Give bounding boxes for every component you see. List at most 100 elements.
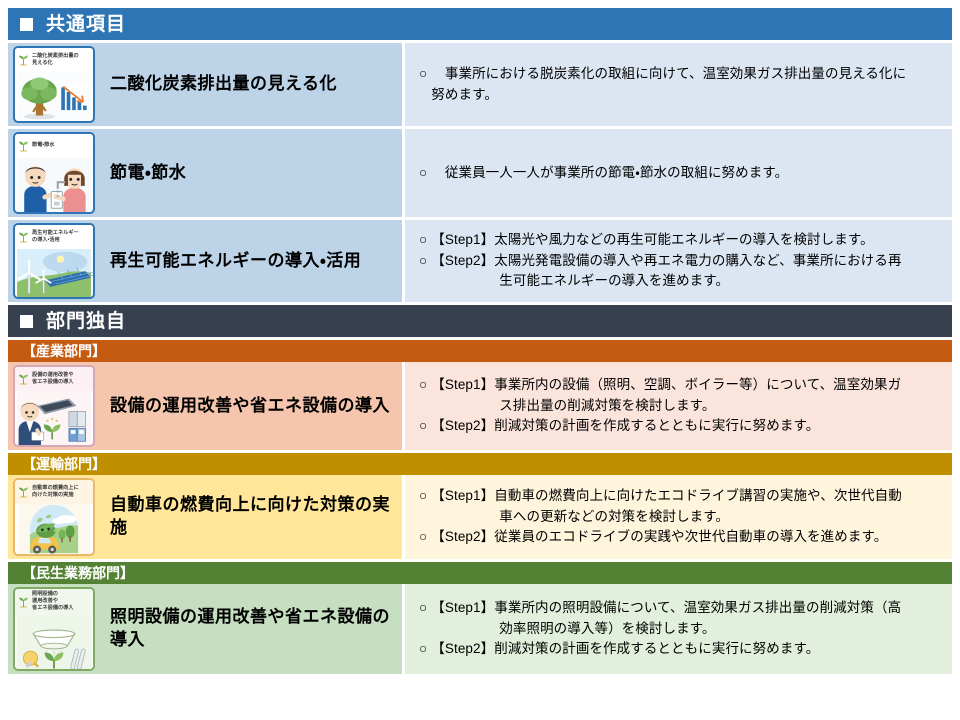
circle-bullet-icon: ○ — [419, 641, 428, 657]
bullet-line-1: 【Step1】事業所内の照明設備について、温室効果ガス排出量の削減対策（高 — [431, 600, 902, 616]
bullet-text: 【Step1】事業所内の照明設備について、温室効果ガス排出量の削減対策（高 効率… — [431, 598, 944, 639]
table-row: 二酸化炭素排出量の 見える化 — [8, 43, 952, 126]
row-description-cell: ○ 事業所における脱炭素化の取組に向けて、温室効果ガス排出量の見える化に 努めま… — [405, 43, 952, 126]
lighting-fixtures-art — [16, 614, 92, 669]
co2-visualization-icon: 二酸化炭素排出量の 見える化 — [13, 46, 95, 123]
icon-illustration — [15, 158, 93, 212]
row-title-cell: 照明設備の運用改善や省エネ設備の 導入 — [100, 584, 402, 674]
sector-band-commercial: 【民生業務部門】 — [8, 562, 952, 584]
table-row: 設備の運用改善や 省エネ設備の導入 — [8, 362, 952, 450]
bullet-item: ○ 【Step2】従業員のエコドライブの実践や次世代自動車の導入を進めます。 — [419, 527, 944, 548]
row-description-cell: ○ 従業員一人一人が事業所の節電・節水の取組に努めます。 — [405, 129, 952, 217]
icon-illustration — [15, 504, 93, 554]
bullet-line-2: 生可能エネルギーの導入を進めます。 — [431, 273, 730, 289]
icon-caption-text: 二酸化炭素排出量の 見える化 — [32, 52, 79, 66]
bullet-line-1: 【Step1】自動車の燃費向上に向けたエコドライブ講習の実施や、次世代自動 — [431, 488, 902, 504]
icon-caption-text: 照明設備の 運用改善や 省エネ設備の導入 — [32, 591, 74, 612]
bullet-text: 【Step1】太陽光や風力などの再生可能エネルギーの導入を検討します。 — [431, 232, 874, 248]
icon-caption-text: 自動車の燃費向上に 向けた対策の実施 — [32, 484, 79, 498]
section-title-sector-specific: 部門独自 — [46, 310, 127, 332]
eco-car-art — [18, 504, 90, 554]
row-icon-cell: 設備の運用改善や 省エネ設備の導入 — [8, 362, 100, 450]
tree-and-declining-bars-art — [17, 72, 91, 121]
icon-illustration — [15, 249, 93, 297]
bullet-item: ○ 【Step1】事業所内の設備（照明、空調、ボイラー等）について、温室効果ガ … — [419, 375, 944, 416]
table-row: 照明設備の 運用改善や 省エネ設備の導入 — [8, 584, 952, 674]
row-description-cell: ○ 【Step1】事業所内の設備（照明、空調、ボイラー等）について、温室効果ガ … — [405, 362, 952, 450]
icon-caption: 二酸化炭素排出量の 見える化 — [15, 48, 93, 72]
bullet-item: ○ 【Step1】事業所内の照明設備について、温室効果ガス排出量の削減対策（高 … — [419, 598, 944, 639]
bullet-text: 従業員一人一人が事業所の節電・節水の取組に努めます。 — [431, 164, 789, 180]
row-icon-cell: 二酸化炭素排出量の 見える化 — [8, 43, 100, 126]
bullet-text: 事業所における脱炭素化の取組に向けて、温室効果ガス排出量の見える化に 努めます。 — [431, 64, 944, 105]
icon-caption: 設備の運用改善や 省エネ設備の導入 — [15, 367, 93, 391]
row-icon-cell: 自動車の燃費向上に 向けた対策の実施 — [8, 475, 100, 559]
circle-bullet-icon: ○ — [419, 164, 428, 180]
row-description-cell: ○ 【Step1】太陽光や風力などの再生可能エネルギーの導入を検討します。 ○ … — [405, 220, 952, 302]
icon-caption: 自動車の燃費向上に 向けた対策の実施 — [15, 480, 93, 504]
row-title: 照明設備の運用改善や省エネ設備の 導入 — [110, 607, 390, 649]
sprout-icon — [19, 597, 28, 608]
icon-caption: 節電・節水 — [15, 134, 93, 158]
row-icon-cell: 再生可能エネルギー の導入・活用 — [8, 220, 100, 302]
sprout-icon — [19, 232, 28, 243]
row-title-cell: 節電・節水 — [100, 129, 402, 217]
lighting-energy-saving-icon: 照明設備の 運用改善や 省エネ設備の導入 — [13, 587, 95, 671]
bullet-line-1: 【Step1】事業所内の設備（照明、空調、ボイラー等）について、温室効果ガ — [431, 377, 902, 393]
circle-bullet-icon: ○ — [419, 65, 428, 81]
icon-illustration — [15, 391, 93, 445]
bullet-line-2: ス排出量の削減対策を検討します。 — [431, 397, 716, 413]
section-header-sector-specific: 部門独自 — [8, 305, 952, 337]
icon-illustration — [15, 614, 93, 669]
worker-and-equipment-art — [16, 391, 92, 445]
bullet-square-icon — [20, 314, 33, 328]
vehicle-fuel-efficiency-icon: 自動車の燃費向上に 向けた対策の実施 — [13, 478, 95, 556]
bullet-item: ○ 従業員一人一人が事業所の節電・節水の取組に努めます。 — [419, 163, 944, 184]
bullet-item: ○ 【Step2】削減対策の計画を作成するとともに実行に努めます。 — [419, 639, 944, 660]
wind-and-solar-art — [17, 249, 93, 297]
sprout-icon — [19, 141, 28, 152]
row-title: 節電・節水 — [110, 162, 187, 182]
row-title: 再生可能エネルギーの導入・活用 — [110, 250, 362, 270]
bullet-item: ○ 【Step2】削減対策の計画を作成するとともに実行に努めます。 — [419, 416, 944, 437]
icon-illustration — [15, 72, 93, 121]
sector-band-industry: 【産業部門】 — [8, 340, 952, 362]
section-title-common: 共通項目 — [46, 13, 127, 35]
power-water-saving-icon: 節電・節水 — [13, 132, 95, 214]
circle-bullet-icon: ○ — [419, 232, 428, 248]
row-title: 設備の運用改善や省エネ設備の導入 — [110, 395, 390, 415]
circle-bullet-icon: ○ — [419, 488, 428, 504]
row-title-cell: 自動車の燃費向上に向けた対策の実施 — [100, 475, 402, 559]
bullet-text: 【Step2】削減対策の計画を作成するとともに実行に努めます。 — [431, 418, 820, 434]
sprout-icon — [19, 487, 28, 498]
circle-bullet-icon: ○ — [419, 529, 428, 545]
renewable-energy-icon: 再生可能エネルギー の導入・活用 — [13, 223, 95, 299]
row-title-cell: 再生可能エネルギーの導入・活用 — [100, 220, 402, 302]
bullet-text: 【Step1】自動車の燃費向上に向けたエコドライブ講習の実施や、次世代自動 車へ… — [431, 486, 944, 527]
bullet-line-2: 車への更新などの対策を検討します。 — [431, 508, 730, 524]
row-title-cell: 二酸化炭素排出量の見える化 — [100, 43, 402, 126]
sprout-icon — [19, 374, 28, 385]
table-row: 節電・節水 — [8, 129, 952, 217]
sector-band-label: 【産業部門】 — [22, 343, 106, 359]
circle-bullet-icon: ○ — [419, 600, 428, 616]
table-row: 自動車の燃費向上に 向けた対策の実施 — [8, 475, 952, 559]
equipment-energy-saving-icon: 設備の運用改善や 省エネ設備の導入 — [13, 365, 95, 447]
circle-bullet-icon: ○ — [419, 377, 428, 393]
bullet-item: ○ 事業所における脱炭素化の取組に向けて、温室効果ガス排出量の見える化に 努めま… — [419, 64, 944, 105]
circle-bullet-icon: ○ — [419, 252, 428, 268]
icon-caption: 再生可能エネルギー の導入・活用 — [15, 225, 93, 249]
row-icon-cell: 照明設備の 運用改善や 省エネ設備の導入 — [8, 584, 100, 674]
row-icon-cell: 節電・節水 — [8, 129, 100, 217]
bullet-square-icon — [20, 17, 33, 31]
two-people-saving-art — [16, 158, 92, 212]
sprout-icon — [19, 55, 28, 66]
bullet-line-1: 【Step2】太陽光発電設備の導入や再エネ電力の購入など、事業所における再 — [431, 252, 902, 268]
icon-caption-text: 節電・節水 — [32, 142, 55, 149]
bullet-item: ○ 【Step1】自動車の燃費向上に向けたエコドライブ講習の実施や、次世代自動 … — [419, 486, 944, 527]
row-description-cell: ○ 【Step1】事業所内の照明設備について、温室効果ガス排出量の削減対策（高 … — [405, 584, 952, 674]
bullet-item: ○ 【Step1】太陽光や風力などの再生可能エネルギーの導入を検討します。 — [419, 230, 944, 251]
row-title: 二酸化炭素排出量の見える化 — [110, 74, 337, 94]
sector-band-label: 【運輸部門】 — [22, 456, 106, 472]
